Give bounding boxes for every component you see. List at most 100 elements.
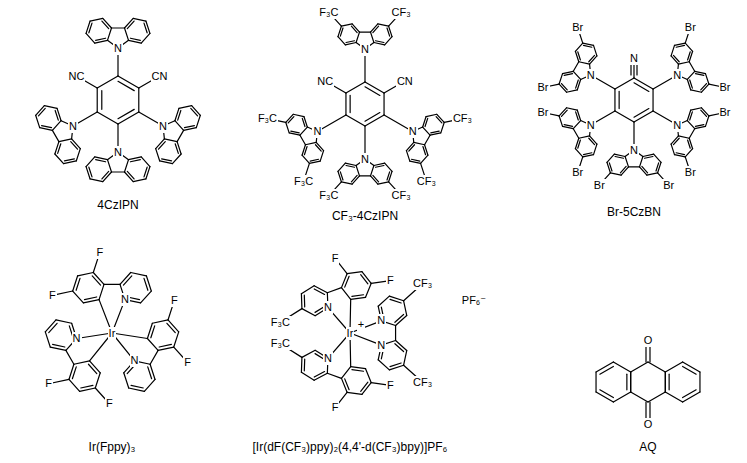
bond <box>559 74 562 84</box>
bond <box>44 106 57 109</box>
bond <box>64 159 74 161</box>
atom-label: N <box>586 119 596 132</box>
bond <box>687 121 694 129</box>
bond <box>346 41 354 43</box>
bond <box>97 88 98 112</box>
bond <box>411 159 419 161</box>
bond <box>302 350 315 357</box>
bond <box>129 157 142 160</box>
bond <box>383 93 384 115</box>
bond <box>131 272 147 275</box>
bond <box>178 110 181 120</box>
bond <box>73 291 84 303</box>
bond <box>648 392 665 402</box>
bond <box>104 284 120 285</box>
bond <box>345 276 349 287</box>
bond <box>360 31 371 32</box>
bond <box>59 139 72 142</box>
atom-label: Br <box>537 106 550 119</box>
bond <box>138 88 139 112</box>
bond <box>688 52 691 60</box>
bond <box>341 367 350 379</box>
atom-label: N <box>158 120 168 133</box>
atom-label: O <box>643 334 654 347</box>
bond <box>340 28 343 36</box>
atom-label: F <box>331 252 340 265</box>
bond <box>673 138 679 144</box>
bond <box>378 182 389 184</box>
bond <box>648 362 665 372</box>
atom-label: N <box>130 354 140 367</box>
bond <box>40 128 53 131</box>
bond <box>634 78 653 89</box>
bond <box>345 379 349 390</box>
bond <box>441 122 444 132</box>
bond <box>665 362 682 372</box>
bond <box>425 118 428 126</box>
bond <box>83 300 99 303</box>
bond <box>351 367 366 369</box>
bond <box>573 71 580 79</box>
bond <box>112 171 125 172</box>
bond <box>406 142 413 150</box>
bond <box>365 87 380 96</box>
atom-label: Br <box>684 21 697 34</box>
bond <box>436 117 442 123</box>
bond <box>175 144 178 154</box>
bond <box>361 275 368 284</box>
bond <box>152 320 168 323</box>
atom-label: N <box>360 153 370 166</box>
bond <box>86 33 95 43</box>
bond <box>376 41 384 43</box>
compound-name: CF₃-4CzIPN <box>331 209 399 223</box>
bond <box>130 38 140 40</box>
bond <box>596 362 613 372</box>
bond <box>80 388 96 391</box>
bond <box>196 115 200 127</box>
bond <box>52 121 61 131</box>
bond <box>52 130 59 141</box>
bond <box>678 136 689 138</box>
atom-label: Br <box>571 21 584 34</box>
bond <box>340 172 343 180</box>
bond <box>76 149 80 161</box>
atom-label: N <box>323 301 333 314</box>
atom-label: F <box>170 294 179 307</box>
bond <box>625 156 628 166</box>
atom-label: F₃C <box>257 112 278 125</box>
bond <box>373 175 379 181</box>
bond <box>144 167 147 177</box>
bond <box>566 108 577 110</box>
bond <box>144 23 147 33</box>
bond <box>425 135 431 145</box>
atom-label: CF₃ <box>452 112 473 125</box>
bond <box>665 372 666 392</box>
bond <box>81 385 93 388</box>
bond <box>72 367 76 379</box>
bond <box>387 172 390 180</box>
bond <box>286 114 293 122</box>
bond <box>671 136 678 144</box>
bond <box>38 108 45 116</box>
bond <box>356 165 359 175</box>
bond <box>656 163 659 171</box>
bond <box>69 379 80 391</box>
bond <box>610 173 621 175</box>
bond <box>90 18 103 21</box>
bond <box>66 350 74 364</box>
bond <box>125 28 129 40</box>
bond <box>150 350 158 364</box>
bond <box>607 154 614 162</box>
bond <box>576 112 579 120</box>
bond <box>301 286 314 294</box>
bond <box>371 165 374 175</box>
atom-label: N <box>120 293 130 306</box>
atom-label: F <box>386 379 395 392</box>
bond <box>315 145 321 151</box>
bond <box>701 110 707 116</box>
bond <box>356 32 359 42</box>
counterion-label: PF₆⁻ <box>461 294 487 307</box>
bond <box>387 28 390 36</box>
bond <box>626 374 627 390</box>
bond <box>566 90 577 92</box>
